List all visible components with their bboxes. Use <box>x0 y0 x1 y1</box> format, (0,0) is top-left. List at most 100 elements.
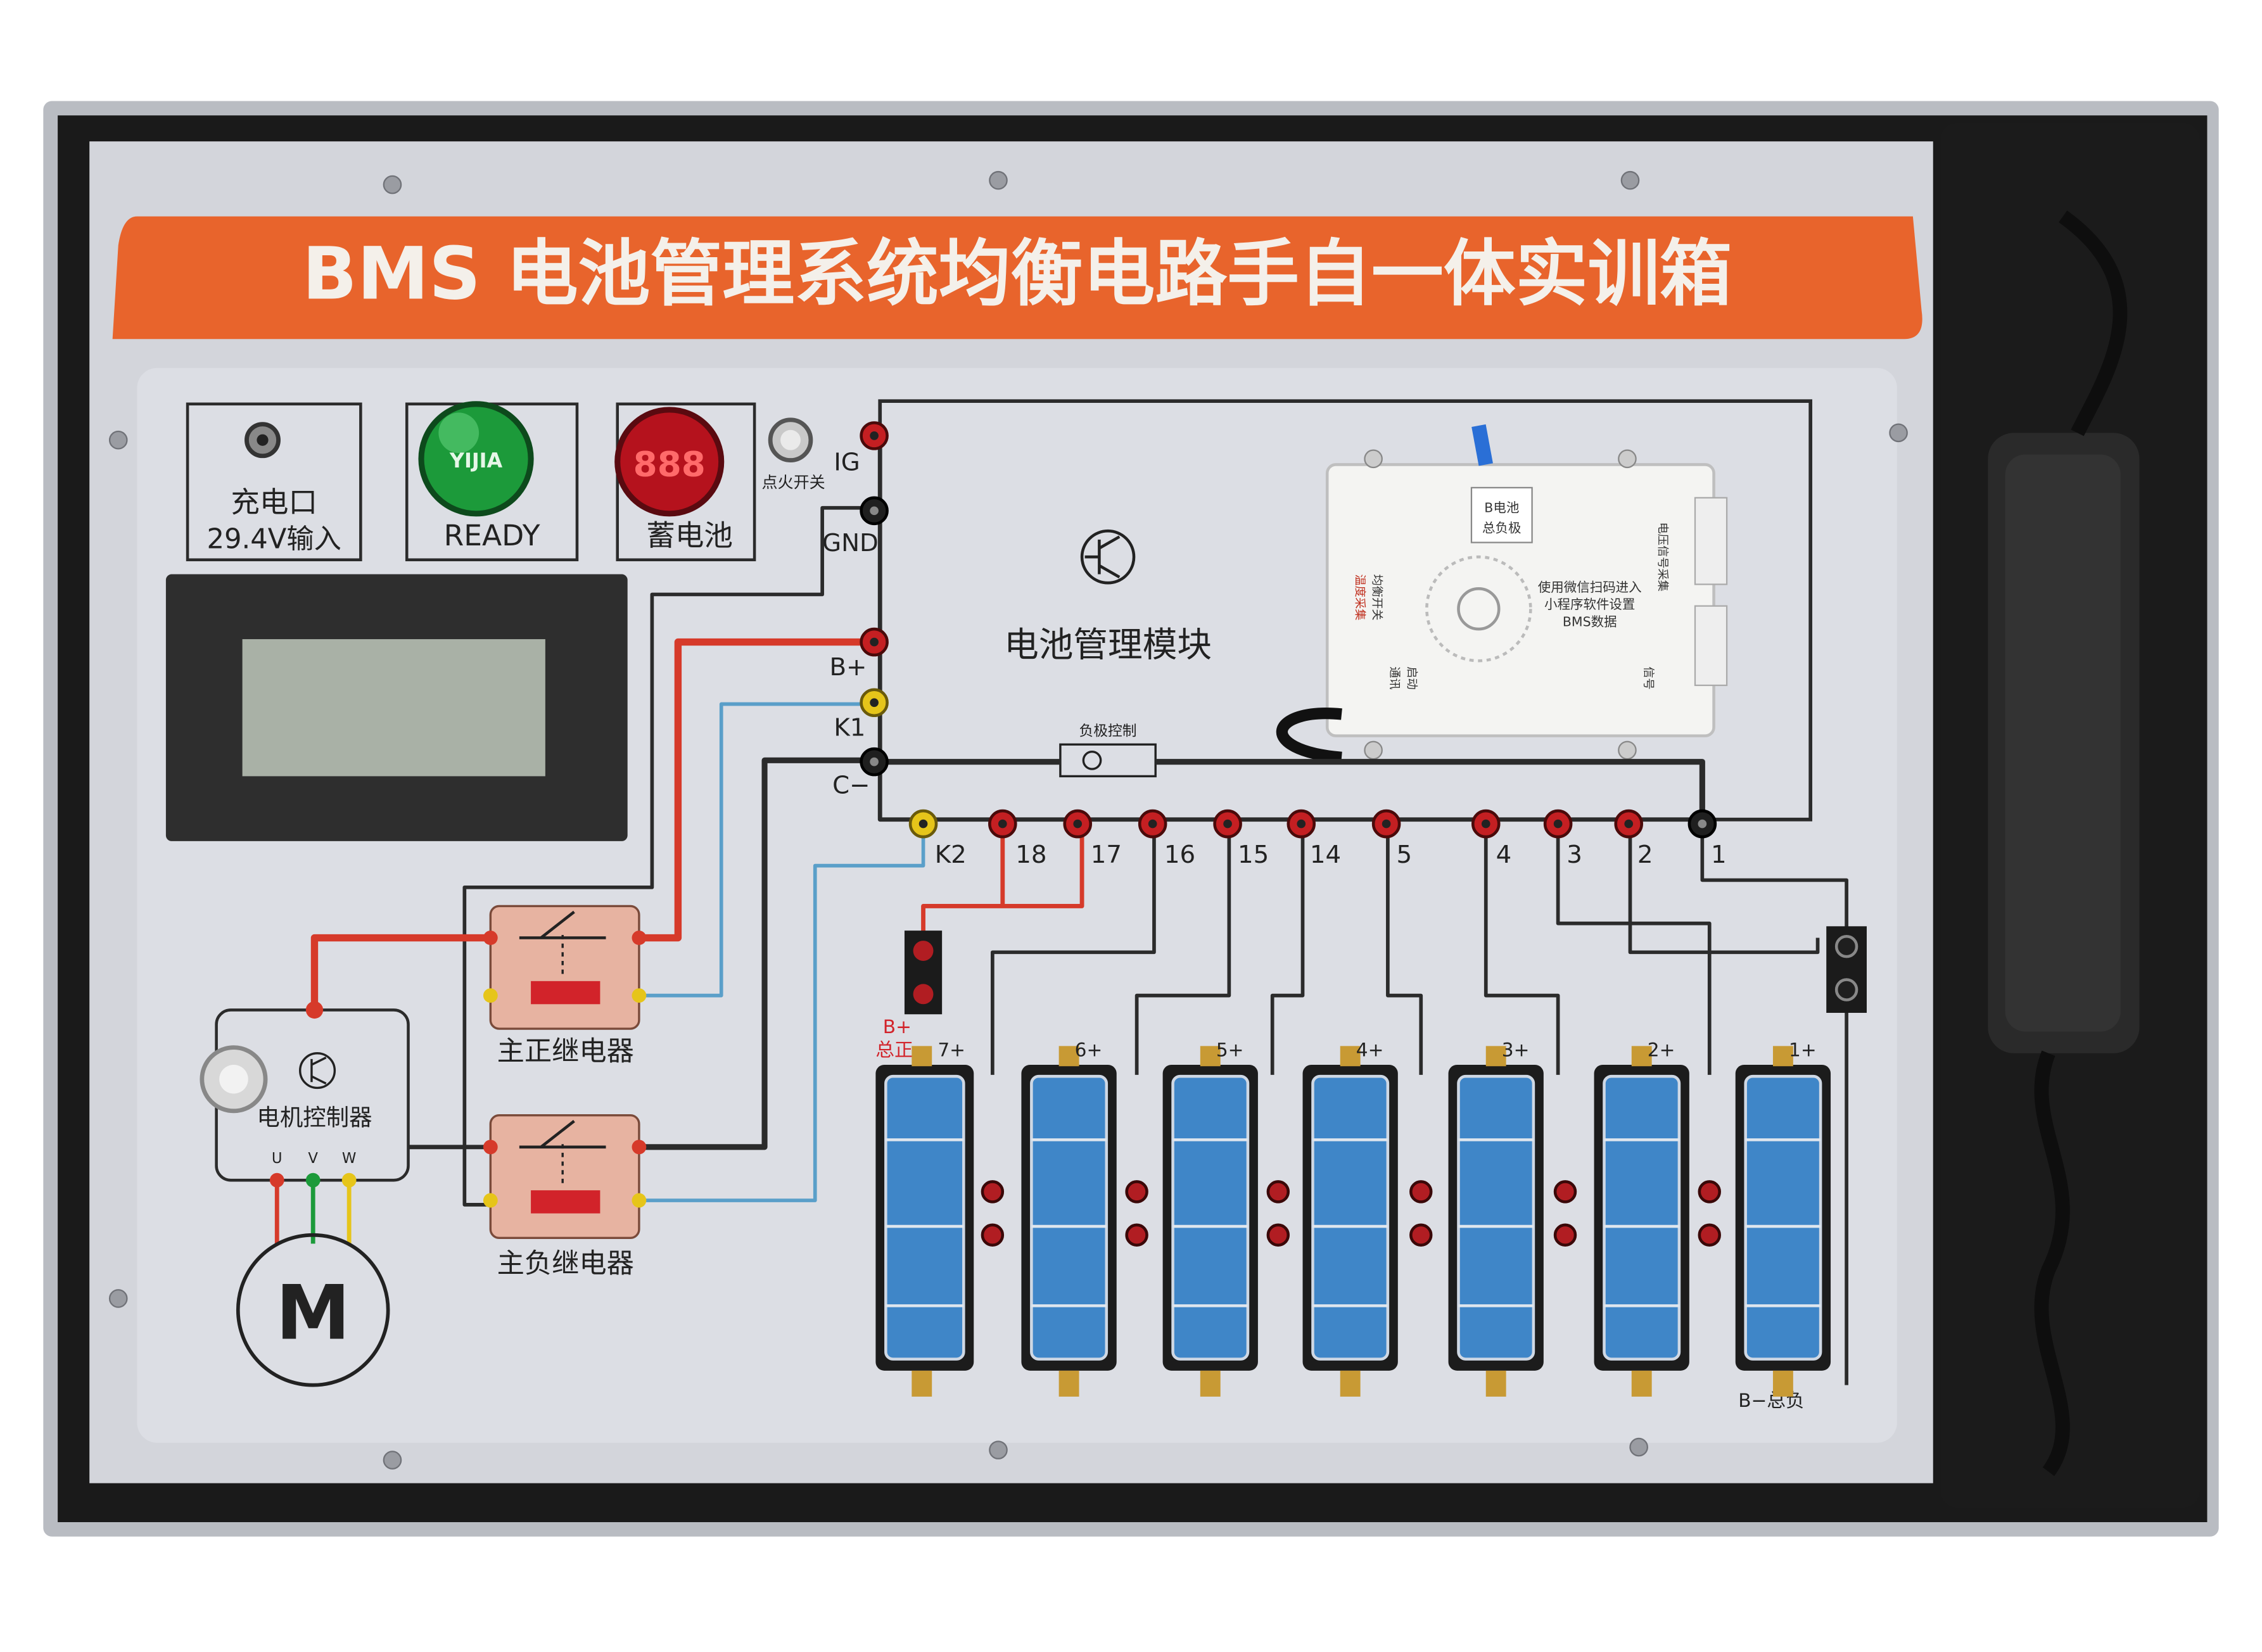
bplus-terminal-1[interactable] <box>913 941 934 961</box>
charge-port-label: 充电口 <box>231 486 317 519</box>
adapter-cable <box>2034 210 2128 1477</box>
relay-pos-terminal-1[interactable] <box>483 931 498 945</box>
bminus-total-label: B−总负 <box>1738 1390 1804 1411</box>
terminal-ig-label: IG <box>834 448 860 477</box>
bms-board-label-neg: 总负极 <box>1482 520 1521 535</box>
phase-v-terminal[interactable] <box>305 1172 321 1188</box>
terminal-14[interactable] <box>1287 809 1316 839</box>
relay-pos-terminal-2[interactable] <box>632 931 647 945</box>
terminal-18-label: 18 <box>1015 841 1046 869</box>
main-positive-relay <box>489 905 640 1030</box>
terminal-k1[interactable] <box>860 688 889 718</box>
cell-label-1: 1+ <box>1789 1039 1817 1060</box>
terminal-16-label: 16 <box>1164 841 1195 869</box>
terminal-18[interactable] <box>988 809 1017 839</box>
terminal-k2-label: K2 <box>935 841 967 869</box>
terminal-gnd[interactable] <box>860 496 889 526</box>
cell-label-6: 6+ <box>1075 1039 1103 1060</box>
relay-neg-terminal-3[interactable] <box>483 1193 498 1208</box>
bms-board-signal: 信号 <box>1641 666 1655 689</box>
battery-cell <box>1594 1046 1689 1397</box>
relay-neg-terminal-1[interactable] <box>483 1140 498 1155</box>
bms-board <box>1325 463 1715 737</box>
terminal-k1-label: K1 <box>834 714 865 742</box>
bms-module-label: 电池管理模块 <box>1004 624 1212 664</box>
bms-mount-1 <box>1364 449 1383 469</box>
relay-pos-terminal-3[interactable] <box>483 988 498 1003</box>
phase-u-terminal[interactable] <box>269 1172 284 1188</box>
terminal-1[interactable] <box>1687 809 1717 839</box>
balance-jacks[interactable] <box>981 1180 1721 1247</box>
bms-board-balance: 均衡开关 <box>1370 575 1383 621</box>
phase-u-label: U <box>272 1150 283 1167</box>
terminal-ig[interactable] <box>860 421 889 450</box>
bminus-terminal-2[interactable] <box>1834 978 1859 1001</box>
battery-gauge-label: 蓄电池 <box>646 519 733 552</box>
panel-title: BMS 电池管理系统均衡电路手自一体实训箱 <box>302 231 1732 315</box>
battery-cell <box>1302 1046 1398 1397</box>
phase-w-terminal[interactable] <box>341 1172 357 1188</box>
battery-cell <box>1448 1046 1544 1397</box>
motor-controller-transistor-icon <box>298 1052 336 1090</box>
terminal-3[interactable] <box>1543 809 1573 839</box>
relay-neg-terminal-2[interactable] <box>632 1140 647 1155</box>
terminal-2[interactable] <box>1614 809 1643 839</box>
cell-label-4: 4+ <box>1356 1039 1384 1060</box>
ready-label: READY <box>444 519 540 552</box>
ignition-label: 点火开关 <box>761 473 825 492</box>
bms-mount-2 <box>1618 449 1637 469</box>
motor-controller-label: 电机控制器 <box>257 1104 372 1131</box>
terminal-cminus[interactable] <box>860 747 889 777</box>
cell-label-7: 7+ <box>937 1039 965 1060</box>
terminal-15[interactable] <box>1213 809 1242 839</box>
ready-lamp-glare <box>438 412 480 454</box>
terminal-17[interactable] <box>1063 809 1093 839</box>
relay-neg-terminal-4[interactable] <box>632 1193 647 1208</box>
main-positive-relay-label: 主正继电器 <box>497 1036 634 1067</box>
lcd-display-screen <box>242 639 545 777</box>
cell-label-2: 2+ <box>1648 1039 1675 1060</box>
neg-control-symbol <box>1082 750 1102 770</box>
screws <box>108 170 1908 1470</box>
wiring <box>310 433 1848 1385</box>
bplus-terminal-2[interactable] <box>913 984 934 1005</box>
battery-cell <box>1735 1046 1831 1397</box>
terminal-k2[interactable] <box>908 809 938 839</box>
motor-label: M <box>276 1269 350 1357</box>
bms-board-miniapp: 小程序软件设置 <box>1544 597 1635 612</box>
bminus-terminal-1[interactable] <box>1834 934 1859 958</box>
phase-wires <box>274 1180 352 1244</box>
charge-port-box <box>186 402 362 562</box>
bms-board-logo <box>1457 587 1501 631</box>
bms-blue-lead <box>1471 424 1493 466</box>
bms-board-label-strip <box>1470 486 1533 543</box>
main-negative-relay-label: 主负继电器 <box>497 1248 634 1280</box>
neg-control-label: 负极控制 <box>1079 723 1137 740</box>
charge-port-pin <box>257 434 269 446</box>
terminal-17-label: 17 <box>1091 841 1122 869</box>
bms-neg-lead <box>1276 708 1342 763</box>
phase-w-label: W <box>342 1150 357 1167</box>
main-negative-relay <box>489 1114 640 1239</box>
terminal-5[interactable] <box>1371 809 1401 839</box>
bms-board-bmsdata: BMS数据 <box>1563 614 1617 630</box>
terminal-5-label: 5 <box>1397 841 1413 869</box>
bms-connector-bottom <box>1694 605 1728 687</box>
terminal-4[interactable] <box>1471 809 1501 839</box>
transistor-icon <box>1080 529 1136 585</box>
motor-controller-terminal[interactable] <box>305 1001 324 1019</box>
cell-label-3: 3+ <box>1502 1039 1530 1060</box>
battery-gauge <box>614 407 725 517</box>
terminal-gnd-label: GND <box>822 529 879 557</box>
bms-mount-3 <box>1364 740 1383 760</box>
title-banner <box>112 216 1922 340</box>
terminal-bplus[interactable] <box>860 627 889 657</box>
relay-pos-terminal-4[interactable] <box>632 988 647 1003</box>
terminal-cminus-label: C− <box>832 772 870 800</box>
terminal-bplus-label: B+ <box>830 653 867 682</box>
terminal-14-label: 14 <box>1310 841 1341 869</box>
terminal-16[interactable] <box>1138 809 1167 839</box>
bplus-total-label: 总正 <box>875 1039 913 1060</box>
battery-cell <box>1162 1046 1258 1397</box>
